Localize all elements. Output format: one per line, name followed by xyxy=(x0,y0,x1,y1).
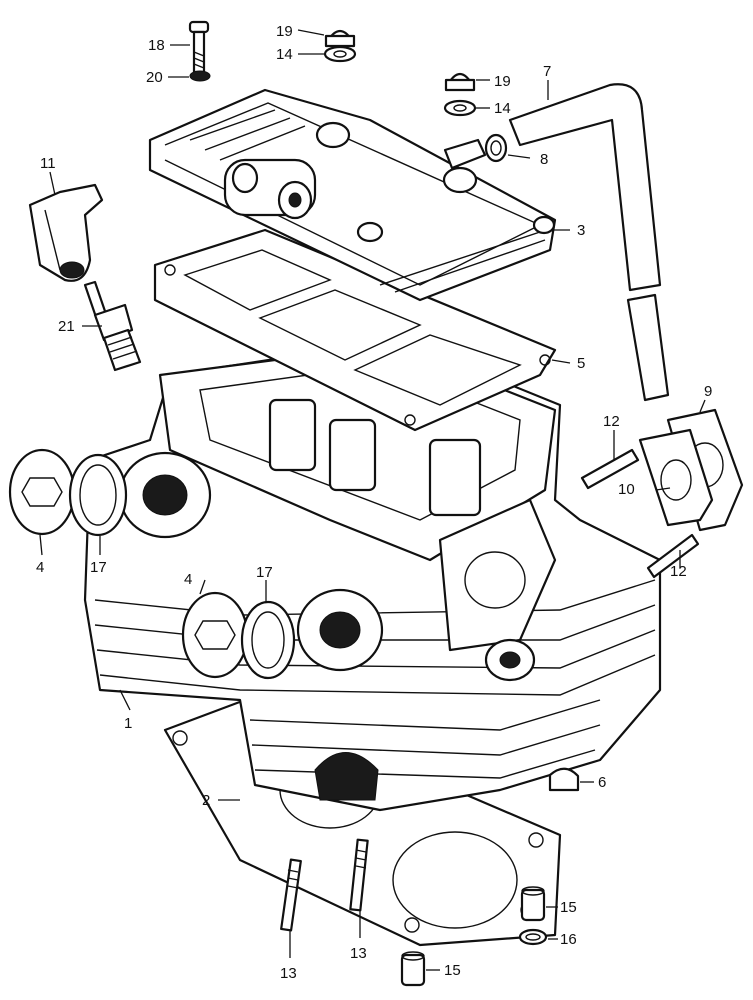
label-cap-nut-top: 19 xyxy=(276,23,293,40)
label-spark-plug: 21 xyxy=(58,318,75,335)
label-o-ring-left: 17 xyxy=(90,559,107,576)
cylinder-stud-left xyxy=(280,858,302,932)
label-tappet-cap-right: 4 xyxy=(184,571,192,588)
bolt-washer xyxy=(189,70,211,82)
tube-clip xyxy=(484,133,508,163)
label-insulator: 9 xyxy=(704,383,712,400)
o-ring-right xyxy=(240,600,296,680)
tappet-cap-right xyxy=(181,591,249,679)
insulator-gasket xyxy=(638,428,714,527)
intake-stud-lower xyxy=(646,533,700,579)
cylinder-head xyxy=(83,338,662,812)
label-dowel-pin-upper: 15 xyxy=(560,899,577,916)
label-tube-clip: 8 xyxy=(540,151,548,168)
label-bolt: 18 xyxy=(148,37,165,54)
label-bolt-washer: 20 xyxy=(146,69,163,86)
cylinder-head-cover xyxy=(148,88,557,302)
head-cover-gasket xyxy=(153,228,557,432)
leader-lines xyxy=(39,29,706,971)
label-insulator-gasket: 10 xyxy=(618,481,635,498)
cap-nut-second xyxy=(444,72,476,92)
dowel-pin-upper xyxy=(520,886,546,922)
tappet-cap-left xyxy=(8,448,76,536)
label-stud-right: 13 xyxy=(350,945,367,962)
cap-nut-washer-second xyxy=(443,99,477,117)
dowel-pin-lower xyxy=(400,951,426,987)
label-washer-top: 14 xyxy=(276,46,293,63)
intake-stud-upper xyxy=(580,448,640,490)
spark-plug xyxy=(83,280,142,372)
label-head-gasket: 2 xyxy=(202,792,210,809)
label-dowel-pin-lower: 15 xyxy=(444,962,461,979)
label-cylinder-head: 1 xyxy=(124,715,132,732)
label-spark-plug-cap: 11 xyxy=(40,155,56,172)
label-plug: 6 xyxy=(598,774,606,791)
label-head-cover: 3 xyxy=(577,222,585,239)
label-cap-nut-second: 19 xyxy=(494,73,511,90)
label-stud-left: 13 xyxy=(280,965,297,982)
label-breather-tube: 7 xyxy=(543,63,551,80)
cap-nut-washer-top xyxy=(323,45,357,63)
label-washer-second: 14 xyxy=(494,100,511,117)
spark-plug-cap xyxy=(28,183,104,282)
label-o-ring-right: 17 xyxy=(256,564,273,581)
cylinder-stud-right xyxy=(349,838,369,912)
label-stud-lower: 12 xyxy=(670,563,687,580)
label-cover-gasket: 5 xyxy=(577,355,585,372)
o-ring-left xyxy=(68,453,128,537)
label-dowel-o-ring: 16 xyxy=(560,931,577,948)
label-stud-upper: 12 xyxy=(603,413,620,430)
cap-nut-top xyxy=(324,29,356,48)
label-tappet-cap-left: 4 xyxy=(36,559,44,576)
breather-tube xyxy=(508,83,670,402)
bolt xyxy=(188,20,210,74)
plug xyxy=(548,767,580,792)
dowel-o-ring xyxy=(518,928,548,946)
callout-labels: 18 19 14 20 19 14 7 8 11 3 21 5 9 12 10 … xyxy=(36,23,712,982)
